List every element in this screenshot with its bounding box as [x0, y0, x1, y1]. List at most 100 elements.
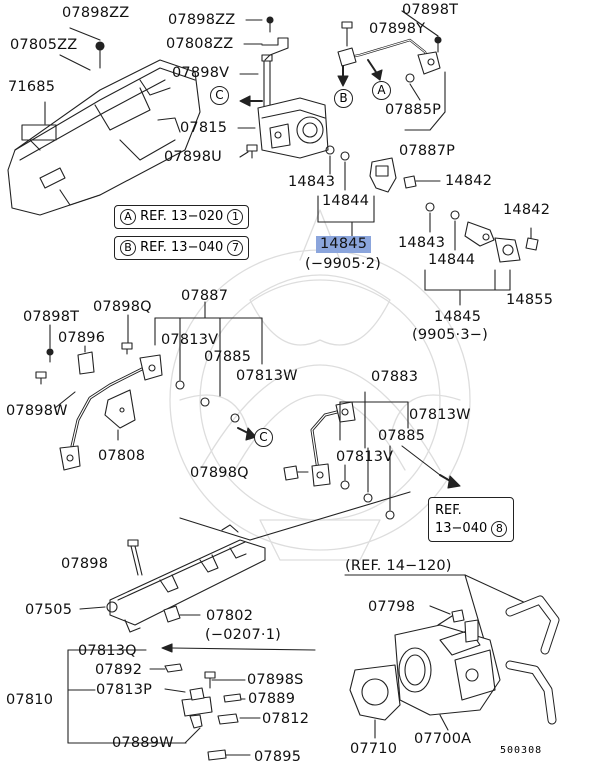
ref-box-c[interactable]: REF. 13−040 8 — [428, 497, 515, 543]
bolt-07898s — [204, 671, 216, 689]
bolt-14842-b — [525, 227, 539, 251]
sensor-14844-b — [464, 221, 495, 247]
ref-b-tag: B — [120, 240, 136, 256]
label-07813p[interactable]: 07813P — [96, 682, 153, 698]
label-14843-b[interactable]: 14843 — [398, 235, 446, 251]
label-14842-a[interactable]: 14842 — [445, 173, 493, 189]
ref-c-line2-text: 13−040 — [435, 520, 488, 536]
label-07898s[interactable]: 07898S — [247, 672, 304, 688]
label-14845-highlighted[interactable]: 14845 — [316, 236, 372, 253]
label-14842-b[interactable]: 14842 — [503, 202, 551, 218]
bolt-07898t-top — [434, 36, 442, 53]
label-07889w[interactable]: 07889W — [112, 735, 174, 751]
label-14845-b[interactable]: 14845 — [434, 309, 482, 325]
fuel-pipe-07883 — [310, 401, 356, 487]
label-07887[interactable]: 07887 — [181, 288, 229, 304]
oring-07813v-b — [340, 480, 350, 490]
label-71685[interactable]: 71685 — [8, 79, 56, 95]
label-0207-1: (−0207·1) — [205, 627, 281, 643]
ref-c-line1: REF. — [435, 503, 462, 518]
label-07808zz[interactable]: 07808ZZ — [166, 36, 234, 52]
seal-07812 — [217, 713, 239, 725]
label-07898q-b[interactable]: 07898Q — [190, 465, 249, 481]
label-07885-a[interactable]: 07885 — [204, 349, 252, 365]
label-07815[interactable]: 07815 — [180, 120, 228, 136]
arrow-to-ref-c — [439, 474, 461, 489]
hose-part — [505, 595, 560, 725]
label-07895[interactable]: 07895 — [254, 749, 302, 765]
bracket-07808 — [104, 389, 136, 429]
callout-tag-b: B — [334, 89, 353, 108]
label-07898t-top[interactable]: 07898T — [402, 2, 459, 18]
label-07898w[interactable]: 07898W — [6, 403, 68, 419]
seal-07889 — [223, 693, 242, 703]
label-07813w-b[interactable]: 07813W — [409, 407, 471, 423]
callout-tag-a: A — [372, 81, 391, 100]
ref-b-num: 7 — [227, 240, 244, 256]
label-9905-3: (9905·3−) — [412, 327, 488, 343]
label-07896[interactable]: 07896 — [58, 330, 106, 346]
arrow-to-c-mid — [237, 427, 257, 441]
label-07898t-left[interactable]: 07898T — [23, 309, 80, 325]
sensor-14844-a — [369, 157, 397, 193]
label-07812[interactable]: 07812 — [262, 711, 310, 727]
label-07885p[interactable]: 07885P — [385, 102, 442, 118]
oring-07813v-a — [175, 380, 185, 390]
arrow-07813q — [161, 643, 173, 653]
label-07898[interactable]: 07898 — [61, 556, 109, 572]
label-07813w-a[interactable]: 07813W — [236, 368, 298, 384]
gasket-14843-b — [425, 202, 435, 212]
arrow-to-c-top — [239, 95, 263, 107]
label-07813v-a[interactable]: 07813V — [161, 332, 219, 348]
label-07813v-b[interactable]: 07813V — [336, 449, 394, 465]
ref-c-line2: 13−040 8 — [435, 520, 508, 538]
label-07898q-a[interactable]: 07898Q — [93, 299, 152, 315]
label-07898zz-a[interactable]: 07898ZZ — [62, 5, 130, 21]
label-14843-a[interactable]: 14843 — [288, 174, 336, 190]
fuel-pipe-07887 — [59, 354, 163, 471]
bolt-07898u — [246, 144, 258, 159]
label-07898y[interactable]: 07898Y — [369, 21, 426, 37]
label-07813q[interactable]: 07813Q — [78, 643, 137, 659]
label-sticker-part — [21, 124, 57, 141]
gasket-14843-a — [325, 145, 335, 155]
label-07898v[interactable]: 07898V — [172, 65, 230, 81]
label-07889[interactable]: 07889 — [248, 691, 296, 707]
ref-box-b[interactable]: B REF. 13−040 7 — [114, 236, 250, 260]
bolt-07898v — [261, 54, 273, 109]
label-07885-b[interactable]: 07885 — [378, 428, 426, 444]
bolt-07898w — [35, 371, 47, 385]
label-07700a[interactable]: 07700A — [414, 731, 472, 747]
label-07883[interactable]: 07883 — [371, 369, 419, 385]
ref-a-tag: A — [120, 209, 136, 225]
label-07898zz-b[interactable]: 07898ZZ — [168, 12, 236, 28]
fuel-rail-07505 — [106, 524, 266, 633]
label-07505[interactable]: 07505 — [25, 602, 73, 618]
clip-07896 — [77, 351, 95, 375]
label-14844-a[interactable]: 14844 — [322, 193, 370, 209]
label-07892[interactable]: 07892 — [95, 662, 143, 678]
callout-tag-c-top: C — [210, 86, 229, 105]
oring-07892 — [164, 663, 183, 673]
ref-b-text: REF. 13−040 — [140, 240, 224, 255]
label-07898u[interactable]: 07898U — [164, 149, 222, 165]
ref-a-num: 1 — [227, 209, 244, 225]
oring-07813w-b — [385, 510, 395, 520]
ref-box-a[interactable]: A REF. 13−020 1 — [114, 205, 250, 229]
label-07808[interactable]: 07808 — [98, 448, 146, 464]
label-9905-2: (−9905·2) — [305, 256, 381, 272]
label-14844-b[interactable]: 14844 — [428, 252, 476, 268]
gasket-07710 — [349, 664, 401, 721]
label-14855[interactable]: 14855 — [506, 292, 554, 308]
label-07798[interactable]: 07798 — [368, 599, 416, 615]
ref-a-text: REF. 13−020 — [140, 209, 224, 224]
label-ref-14-120[interactable]: (REF. 14−120) — [345, 558, 452, 574]
label-07802[interactable]: 07802 — [206, 608, 254, 624]
pipe-07887p — [337, 38, 441, 83]
label-07887p[interactable]: 07887P — [399, 143, 456, 159]
label-07805zz[interactable]: 07805ZZ — [10, 37, 78, 53]
throttle-body-07700a — [394, 619, 501, 716]
label-07710[interactable]: 07710 — [350, 741, 398, 757]
label-07810[interactable]: 07810 — [6, 692, 54, 708]
